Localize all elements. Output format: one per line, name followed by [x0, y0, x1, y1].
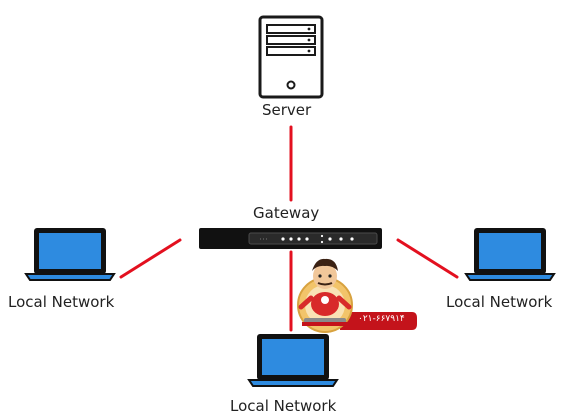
server-tower-icon: [258, 15, 324, 99]
server-label: Server: [262, 101, 312, 119]
connections: [119, 125, 459, 332]
laptop-icon-left: [24, 228, 116, 281]
laptop-icon-bottom: [247, 334, 339, 387]
watermark-phone-number: ۰۲۱-۶۶۷۹۱۴: [358, 314, 405, 324]
link-gateway-local-right: [396, 238, 459, 279]
local-network-label-left: Local Network: [8, 293, 115, 311]
local-network-label-right: Local Network: [446, 293, 553, 311]
local-network-label-bottom: Local Network: [230, 397, 337, 415]
gateway-label: Gateway: [253, 204, 320, 222]
laptop-icon-right: [464, 228, 556, 281]
network-switch-icon: [199, 228, 382, 249]
link-gateway-local-left: [119, 238, 182, 279]
cartoon-mascot-logo: [297, 258, 417, 333]
